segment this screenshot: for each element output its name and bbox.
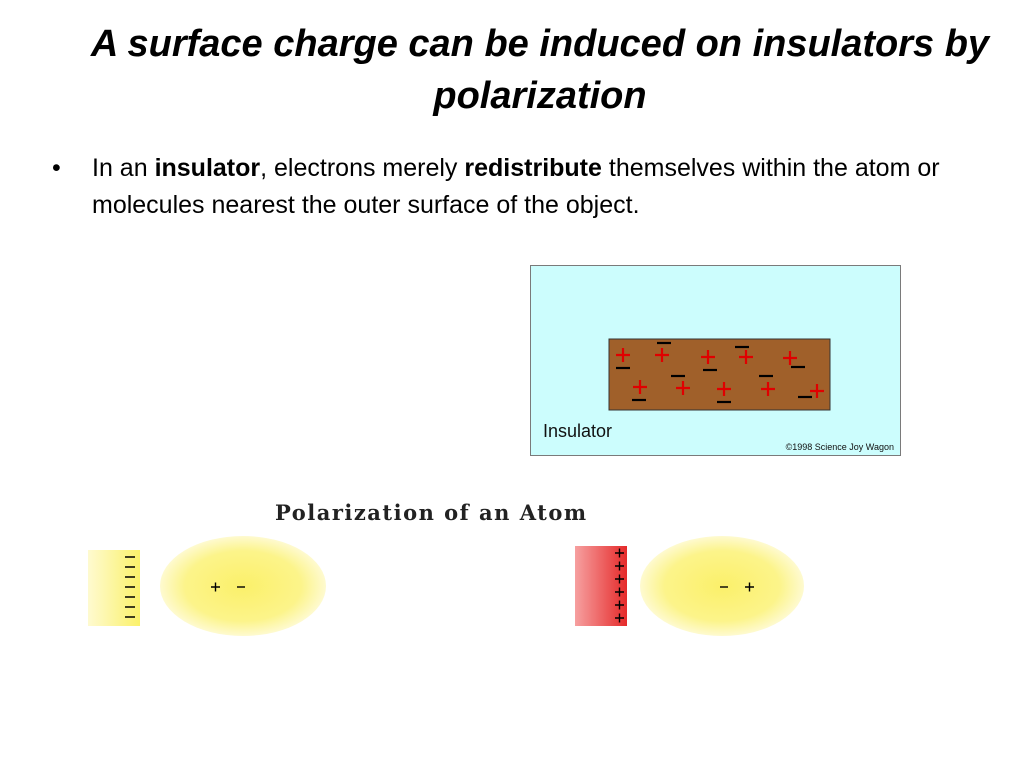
bullet-bold-insulator: insulator [154, 154, 261, 182]
insulator-label: Insulator [543, 421, 613, 441]
positive-plate [575, 546, 627, 626]
negative-charges-row-2 [632, 374, 812, 404]
bullet-marker: • [52, 154, 61, 182]
insulator-figure: Insulator ©1998 Science Joy Wagon [530, 265, 901, 456]
insulator-diagram [608, 338, 831, 411]
atom-right [640, 536, 804, 636]
polarization-diagram [88, 536, 804, 636]
bullet-bold-redistribute: redistribute [464, 154, 602, 182]
copyright-credit: ©1998 Science Joy Wagon [785, 442, 894, 452]
bullet-text: In an insulator, electrons merely redist… [92, 150, 972, 224]
positive-charges-row-1 [616, 348, 797, 365]
slide-title: A surface charge can be induced on insul… [90, 23, 990, 117]
polarization-title: Polarization of an Atom [275, 500, 588, 525]
atom-left [160, 536, 326, 636]
bullet-segment: In an [92, 154, 155, 182]
negative-charges-row-1 [616, 341, 805, 372]
bullet-segment: , electrons merely [260, 154, 465, 182]
charges [616, 341, 824, 404]
bullet-segment: themselves within the atom or molecules … [92, 154, 940, 219]
insulator-block [608, 338, 831, 411]
positive-charges-row-2 [633, 380, 824, 398]
negative-plate [88, 550, 140, 626]
